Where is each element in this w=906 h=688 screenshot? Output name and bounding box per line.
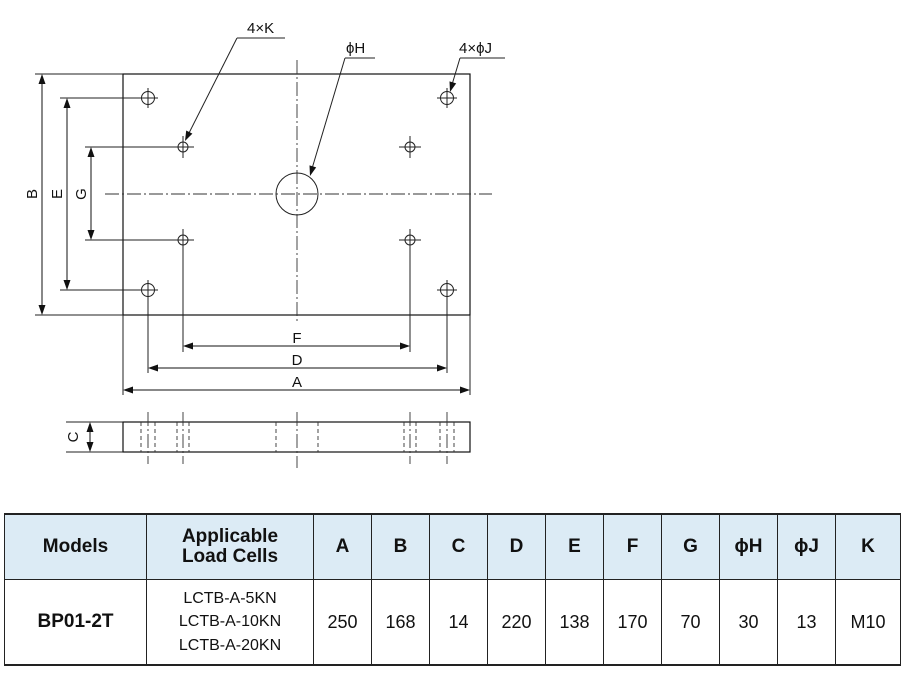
load-cell-item: LCTB-A-5KN — [183, 590, 277, 608]
label-C: C — [65, 431, 82, 442]
label-A: A — [292, 374, 302, 391]
cell-model: BP01-2T — [4, 579, 147, 666]
leader-K: 4×K — [185, 20, 285, 141]
load-cell-item: LCTB-A-20KN — [178, 636, 282, 654]
label-D: D — [292, 352, 303, 369]
header-J: ϕJ — [777, 513, 836, 580]
table-header-row: Models Applicable Load Cells A B C D E F… — [4, 513, 901, 580]
label-B: B — [24, 189, 41, 199]
header-H: ϕH — [719, 513, 778, 580]
table-row: BP01-2T LCTB-A-5KN LCTB-A-10KN LCTB-A-20… — [4, 579, 901, 666]
threaded-holes — [172, 136, 421, 251]
base-plate-drawing: B E G F D A — [24, 20, 505, 468]
header-B: B — [371, 513, 430, 580]
label-G: G — [73, 188, 90, 200]
dimension-G: G — [73, 147, 95, 240]
header-K: K — [835, 513, 901, 580]
header-C: C — [429, 513, 488, 580]
center-hole — [275, 172, 319, 216]
cell-K: M10 — [835, 579, 901, 666]
header-D: D — [487, 513, 546, 580]
header-load-cells: Applicable Load Cells — [146, 513, 314, 580]
side-view — [122, 412, 471, 468]
label-H: ϕH — [346, 40, 365, 57]
dimension-B: B — [24, 74, 46, 315]
header-A: A — [313, 513, 372, 580]
cell-C: 14 — [429, 579, 488, 666]
dimension-D: D — [148, 352, 447, 372]
dimension-C: C — [65, 421, 123, 453]
cell-F: 170 — [603, 579, 662, 666]
cell-B: 168 — [371, 579, 430, 666]
leader-J: 4×ϕJ — [449, 40, 505, 92]
cell-load-cells: LCTB-A-5KN LCTB-A-10KN LCTB-A-20KN — [146, 579, 314, 666]
cell-H: 30 — [719, 579, 778, 666]
leader-H: ϕH — [309, 40, 375, 176]
cell-G: 70 — [661, 579, 720, 666]
header-G: G — [661, 513, 720, 580]
label-E: E — [49, 189, 66, 199]
dimension-F: F — [183, 330, 410, 350]
label-J: 4×ϕJ — [459, 40, 492, 57]
label-F: F — [292, 330, 301, 347]
label-K: 4×K — [247, 20, 274, 37]
dimension-A: A — [123, 374, 470, 394]
cell-J: 13 — [777, 579, 836, 666]
cell-D: 220 — [487, 579, 546, 666]
dimension-E: E — [49, 98, 71, 290]
plate-outline — [122, 73, 471, 316]
spec-table: Models Applicable Load Cells A B C D E F… — [4, 513, 901, 666]
load-cell-item: LCTB-A-10KN — [178, 613, 282, 631]
cell-A: 250 — [313, 579, 372, 666]
cell-E: 138 — [545, 579, 604, 666]
header-models: Models — [4, 513, 147, 580]
header-F: F — [603, 513, 662, 580]
header-E: E — [545, 513, 604, 580]
